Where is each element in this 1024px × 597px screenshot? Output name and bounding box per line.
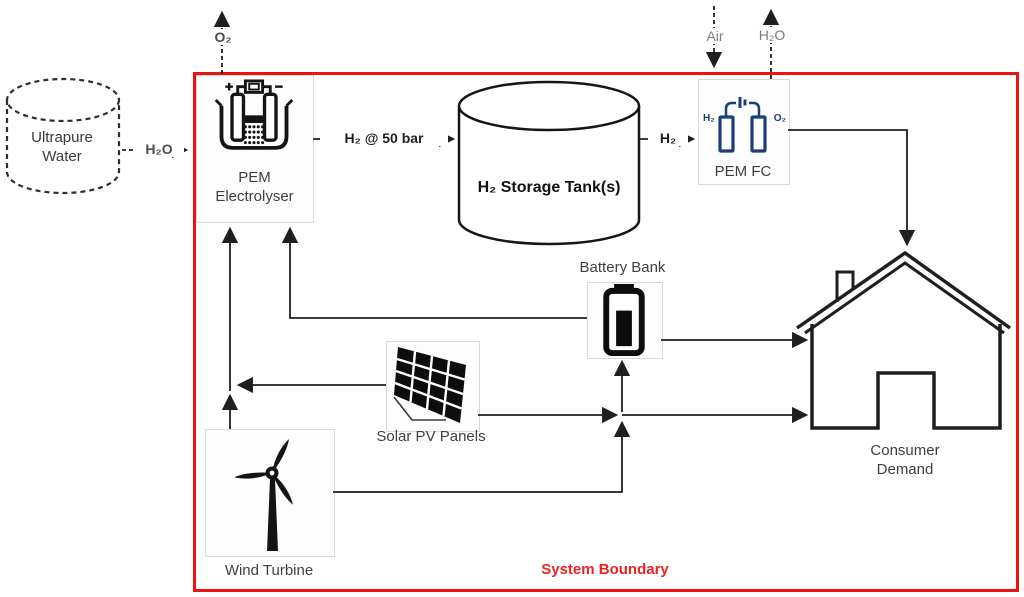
- system-boundary-box: [193, 72, 1019, 592]
- ultrapure-water-tank-icon: [5, 77, 121, 195]
- h2o-in-flow-label: H₂O: [134, 141, 184, 157]
- fc-o2-label: O₂: [773, 113, 786, 124]
- o2-out-flow-label: O₂: [204, 29, 242, 45]
- h2-storage-tank-icon: [457, 80, 641, 246]
- h2-storage-tank-label: H₂ Storage Tank(s): [477, 179, 621, 196]
- h2-50bar-flow-label: H₂ @ 50 bar: [320, 130, 448, 146]
- wind-turbine-label: Wind Turbine: [224, 562, 314, 579]
- fuel-cell-icon: [718, 97, 767, 153]
- solar-pv-label: Solar PV Panels: [376, 428, 486, 445]
- wind-turbine-icon: [234, 438, 293, 551]
- fc-h2-label: H₂: [703, 113, 715, 124]
- system-boundary-label: System Boundary: [541, 561, 669, 578]
- battery-bank-label: Battery Bank: [579, 259, 666, 276]
- pem-fc-node: H₂ O₂: [698, 79, 790, 185]
- pem-electrolyser-label: PEM Electrolyser: [215, 169, 294, 205]
- consumer-demand-label: Consumer Demand: [870, 442, 940, 478]
- h2o-out-flow-label: H₂O: [748, 27, 796, 43]
- h2-to-fc-flow-label: H₂: [648, 130, 688, 146]
- electrolyser-icon: [214, 79, 294, 150]
- battery-icon: [603, 283, 645, 356]
- solar-panel-icon: [393, 347, 466, 423]
- pem-fc-label: PEM FC: [714, 163, 772, 180]
- air-in-flow-label: Air: [694, 28, 736, 44]
- ultrapure-water-label: Ultrapure Water: [31, 129, 93, 165]
- house-icon: [796, 250, 1012, 430]
